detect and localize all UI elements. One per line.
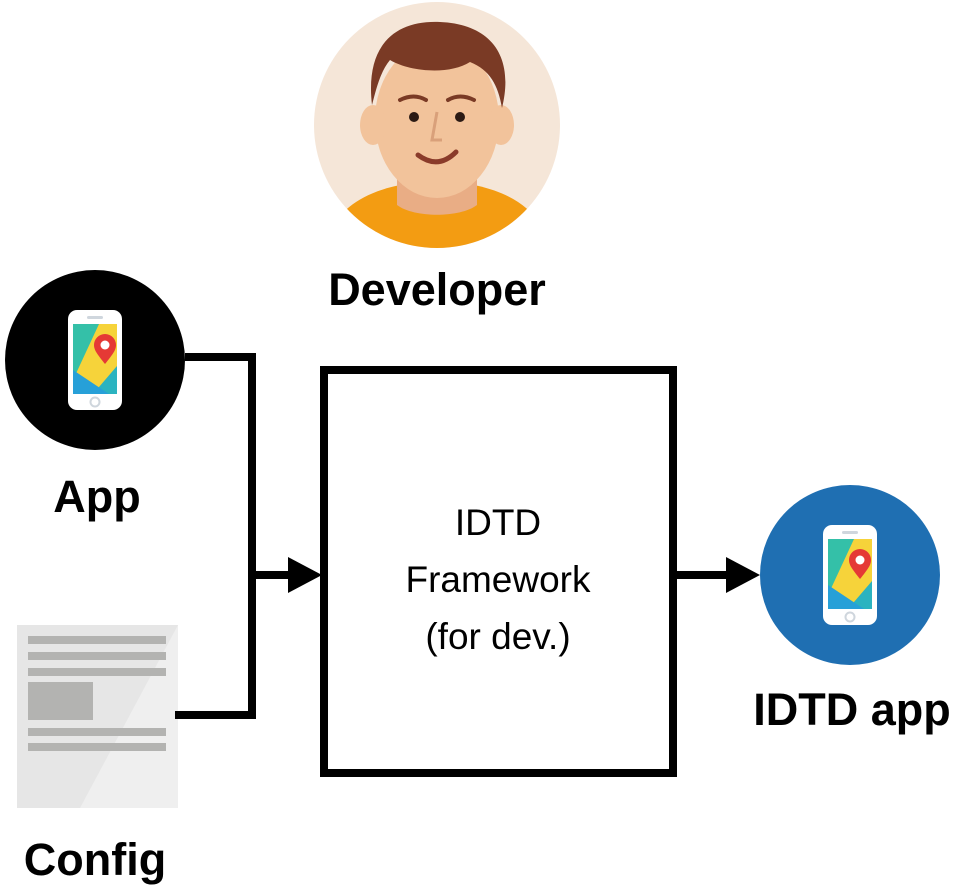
framework-line-3: (for dev.) [425, 616, 570, 657]
input-arrowhead [288, 557, 322, 593]
idtd-app-label: IDTD app [753, 684, 951, 735]
idtd-app-phone-icon [760, 485, 940, 665]
output-arrowhead [726, 557, 760, 593]
framework-line-1: IDTD [455, 502, 541, 543]
merge-connector [175, 353, 256, 719]
developer-avatar-icon [314, 2, 560, 248]
app-label: App [53, 471, 140, 522]
developer-label: Developer [328, 264, 546, 315]
framework-line-2: Framework [405, 559, 591, 600]
config-label: Config [24, 834, 166, 885]
document-icon [17, 625, 178, 808]
app-phone-icon [5, 270, 185, 450]
framework-box [320, 366, 677, 777]
input-connectors [175, 353, 290, 719]
